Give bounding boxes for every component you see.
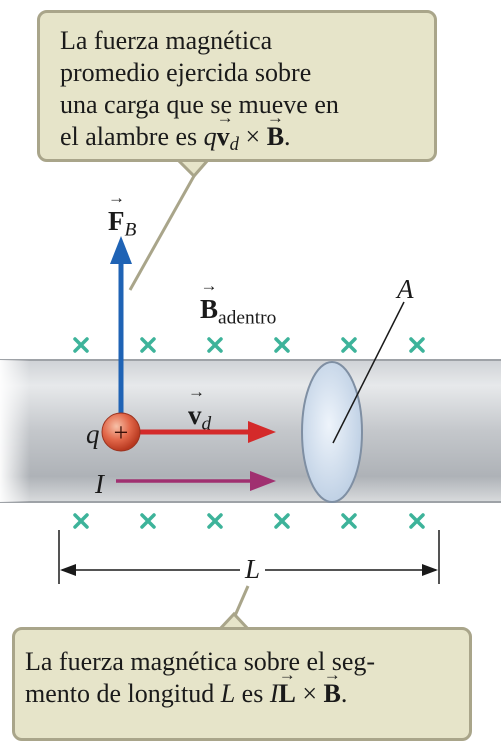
velocity-label-subscript: d [201,413,212,435]
field-vector: B [324,659,342,710]
charge-symbol: q [203,122,217,151]
force-label-subscript: B [124,219,137,241]
force-label-vector: F [108,189,125,235]
field-marker-x [73,513,89,529]
field-marker-x [409,513,425,529]
field-marker-x [140,337,156,353]
callout-top-period: . [284,122,291,151]
force-label: FB [108,189,137,241]
callout-top-pointer [128,175,196,291]
field-marker-x [140,513,156,529]
force-arrow-head [110,236,132,264]
field-marker-x [341,513,357,529]
current-arrow-head [250,471,276,491]
wire-fade-left [0,360,30,502]
field-label-vector: B [200,277,218,323]
field-marker-x [207,337,223,353]
callout-bottom-line-2: mento de longitud L es IL × B. [25,659,459,710]
current-label: I [95,469,104,499]
current-symbol: I [269,679,279,708]
cross-product-sign: × [295,679,324,708]
field-marker-x [341,337,357,353]
area-label: A [397,274,414,304]
callout-top-line-4-text: el alambre es [60,122,204,151]
field-label-subscript: adentro [218,307,277,329]
charge-sphere [101,412,141,452]
length-vector: L [279,659,297,710]
field-marker-x [73,337,89,353]
callout-bottom-line-2-text: mento de longitud [25,679,221,708]
field-markers [73,337,425,529]
length-arrowhead-right [422,564,438,576]
callout-top-line-3: una carga que se mueve en [60,90,339,119]
charge-sign: + [114,418,129,447]
callout-segment-force: La fuerza magnética sobre el seg- mento … [12,627,472,741]
callout-top-line-2: promedio ejercida sobre [60,58,312,87]
field-marker-x [207,513,223,529]
drift-velocity-subscript: d [229,134,240,156]
cross-section-disk [301,361,363,503]
callout-bottom-line-1: La fuerza magnética sobre el seg- [25,647,376,676]
velocity-label-vector: v [188,383,202,429]
velocity-label: vd [188,383,212,435]
callout-bottom-period: . [340,679,348,708]
drift-velocity-vector: v [217,102,230,153]
velocity-arrow-head [248,421,276,443]
length-arrowhead-left [60,564,76,576]
callout-bottom-es: es [235,679,270,708]
cross-product-sign: × [239,122,267,151]
callout-bottom-pointer [232,585,250,619]
field-marker-x [409,337,425,353]
callout-top-tail [174,158,212,179]
field-vector: B [267,102,285,153]
length-symbol: L [220,679,236,708]
area-pointer-line [332,301,405,444]
charge-label: q [86,419,100,449]
length-label: L [240,556,266,583]
callout-top-line-4: el alambre es qvd × B. [60,102,420,161]
callout-average-force: La fuerza magnética promedio ejercida so… [37,10,437,162]
field-marker-x [274,337,290,353]
field-marker-x [274,513,290,529]
field-label: Badentro [200,277,277,329]
callout-top-line-1: La fuerza magnética [60,26,273,55]
